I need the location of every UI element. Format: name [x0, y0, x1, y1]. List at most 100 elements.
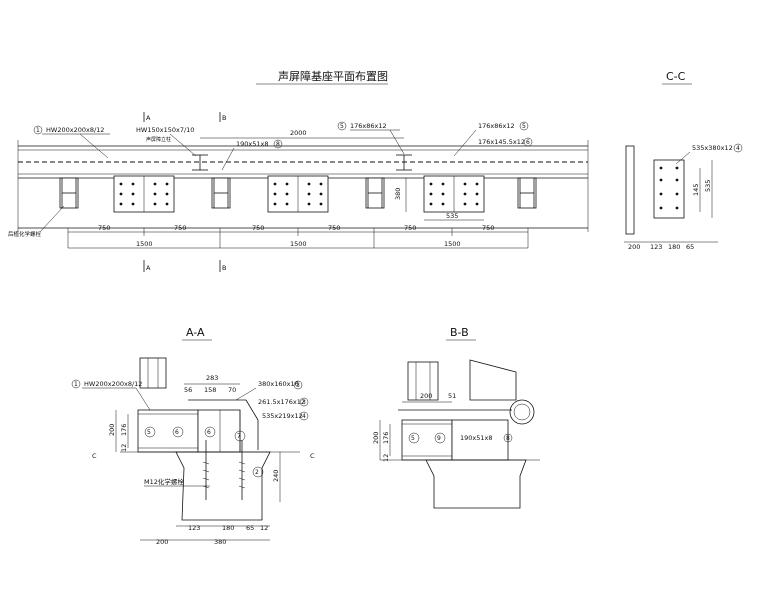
bb-view: B-B 200 51 5 9 190x51x8 8 200 176 12	[372, 326, 540, 509]
cut-label-a-bottom: A	[146, 264, 151, 272]
plan-view: 声屏障基座平面布置图	[8, 69, 589, 272]
dim-750-3: 750	[252, 224, 264, 232]
base-plate-1	[113, 175, 175, 213]
bb-dim-51: 51	[448, 392, 456, 400]
dim-750-5: 750	[404, 224, 416, 232]
cc-plate	[653, 159, 685, 219]
dim-380: 380	[394, 188, 402, 200]
aa-dim-200b: 200	[156, 538, 168, 546]
aa-dim-200: 200	[108, 424, 116, 436]
plan-title: 声屏障基座平面布置图	[278, 69, 388, 83]
i-section-1	[59, 177, 79, 209]
aa-plate-261-circle	[299, 397, 309, 407]
plate-176-145-label: 176x145.5x12	[478, 138, 525, 146]
aa-circle-7	[234, 430, 246, 442]
cut-label-a-top: A	[146, 114, 151, 122]
aa-dim-158: 158	[204, 386, 216, 394]
aa-dim-176: 176	[120, 424, 128, 436]
aa-plate-535-circle	[299, 411, 309, 421]
cc-plate-label: 535x380x12	[692, 144, 733, 152]
plate-176-86-b-no: 5	[522, 123, 526, 130]
aa-hw-circle	[71, 379, 81, 389]
aa-dim-70: 70	[228, 386, 236, 394]
plate-176-leader	[453, 129, 477, 157]
column-label: HW150x150x7/10	[136, 126, 194, 134]
plate-176-86-b-label: 176x86x12	[478, 122, 515, 130]
dim-750-ticks	[67, 228, 529, 248]
aa-dim-180: 180	[222, 524, 234, 532]
cc-dim-145: 145	[692, 184, 700, 196]
aa-dim-12: 12	[120, 444, 128, 452]
plate-176-86-a-circle	[337, 121, 347, 131]
aa-title: A-A	[186, 326, 205, 339]
cc-dim-123: 123	[650, 243, 662, 251]
post-marker-2	[396, 154, 412, 171]
aa-dim-380: 380	[214, 538, 226, 546]
aa-dim-240: 240	[272, 470, 280, 482]
aa-num-5: 5	[147, 429, 151, 436]
aa-num-7: 7	[237, 433, 241, 440]
cc-dim-535: 535	[704, 180, 712, 192]
dim-1500-2: 1500	[290, 240, 307, 248]
bb-plate-190-circle	[503, 433, 513, 443]
dim-535: 535	[446, 212, 458, 220]
aa-hw-leader	[135, 387, 151, 411]
plate-176-86-a-leader	[389, 129, 405, 155]
plate-176-86-a-no: 5	[340, 123, 344, 130]
i-section-2	[211, 177, 231, 209]
aa-plate-535-no: 4	[302, 413, 306, 420]
aa-plate-535-label: 535x219x12	[262, 412, 303, 420]
cut-label-b-top: B	[222, 114, 226, 122]
dim-750-6: 750	[482, 224, 494, 232]
bb-circle-9	[434, 432, 446, 444]
anchor-label: 后植化学螺栓	[8, 230, 42, 238]
bb-dim-176: 176	[382, 432, 390, 444]
bb-beam-section	[401, 419, 453, 461]
aa-bolt-label: M12化学螺栓	[144, 477, 184, 486]
aa-num-2: 2	[255, 469, 259, 476]
aa-plate-380-label: 380x160x16	[258, 380, 299, 388]
cc-view: C-C 535x380x12 4 145 535 200 123 180 65	[624, 70, 743, 251]
cut-label-b-bottom: B	[222, 264, 226, 272]
base-plate-3	[423, 175, 485, 213]
bb-base-plate	[451, 419, 509, 461]
bb-num-9: 9	[437, 435, 441, 442]
dim-750-2: 750	[174, 224, 186, 232]
callout-circle-hw	[33, 125, 43, 135]
plate-176-145-no: 6	[526, 139, 530, 146]
plate-176-86-b-circle	[519, 121, 529, 131]
aa-dim-56: 56	[184, 386, 192, 394]
plate-190-leader	[221, 147, 235, 171]
aa-plate-380-circle	[293, 380, 303, 390]
dim-1500-3: 1500	[444, 240, 461, 248]
aa-cut-c-right: C	[310, 452, 315, 460]
dim-1500-1: 1500	[136, 240, 153, 248]
aa-circle-5	[144, 426, 156, 438]
dim-750-4: 750	[328, 224, 340, 232]
dim-2000: 2000	[290, 129, 307, 137]
aa-hw-no: 1	[74, 381, 78, 388]
column-leader	[169, 133, 197, 157]
i-section-3	[365, 177, 385, 209]
bb-dim-12: 12	[382, 454, 390, 462]
plate-190-circle	[273, 139, 283, 149]
plate-190-no: 8	[276, 141, 280, 148]
cc-plate-circle	[733, 143, 743, 153]
bb-pipe-inner	[513, 403, 531, 421]
bb-post	[407, 361, 439, 401]
dim-750-1: 750	[98, 224, 110, 232]
anchor-leader	[39, 205, 65, 233]
cc-dim-200: 200	[628, 243, 640, 251]
bb-dim-200-top: 200	[420, 392, 432, 400]
post-marker-1	[192, 154, 208, 171]
plate-190-label: 190x51x8	[236, 140, 269, 148]
aa-plate-261-no: 3	[302, 399, 306, 406]
hw-leader	[79, 133, 109, 159]
cc-wall	[625, 145, 635, 235]
aa-dim-12b: 12	[260, 524, 268, 532]
plate-176-86-a-label: 176x86x12	[350, 122, 387, 130]
bb-title: B-B	[450, 326, 469, 339]
aa-hw-label: HW200x200x8/12	[84, 380, 142, 388]
aa-dim-65: 65	[246, 524, 254, 532]
bb-num-5: 5	[411, 435, 415, 442]
